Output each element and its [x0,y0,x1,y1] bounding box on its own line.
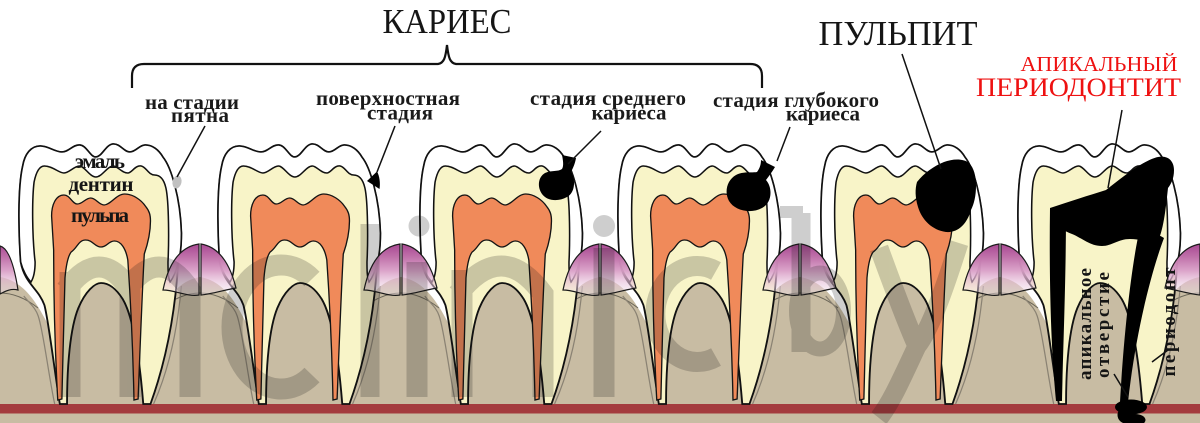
svg-text:кариеса: кариеса [592,101,668,125]
svg-text:ПЕРИОДОНТИТ: ПЕРИОДОНТИТ [976,73,1181,102]
svg-text:поверхностная: поверхностная [316,86,460,110]
svg-text:отверстие: отверстие [1093,272,1114,378]
svg-text:эмаль: эмаль [75,149,125,173]
svg-text:стадия глубокого: стадия глубокого [713,88,879,112]
svg-text:ПУЛЬПИТ: ПУЛЬПИТ [819,14,978,53]
svg-text:кариеса: кариеса [786,102,861,126]
svg-text:АПИКАЛЬНЫЙ: АПИКАЛЬНЫЙ [1021,52,1178,76]
svg-text:периодонт: периодонт [1159,267,1180,377]
svg-text:апикальное: апикальное [1075,268,1096,380]
svg-text:КАРИЕС: КАРИЕС [383,2,512,41]
svg-text:пульпа: пульпа [71,203,130,227]
svg-text:на стадии: на стадии [145,90,239,114]
svg-text:дентин: дентин [69,172,134,196]
svg-text:стадия среднего: стадия среднего [530,86,686,110]
svg-text:пятна: пятна [171,103,230,127]
svg-text:стадия: стадия [367,101,433,125]
